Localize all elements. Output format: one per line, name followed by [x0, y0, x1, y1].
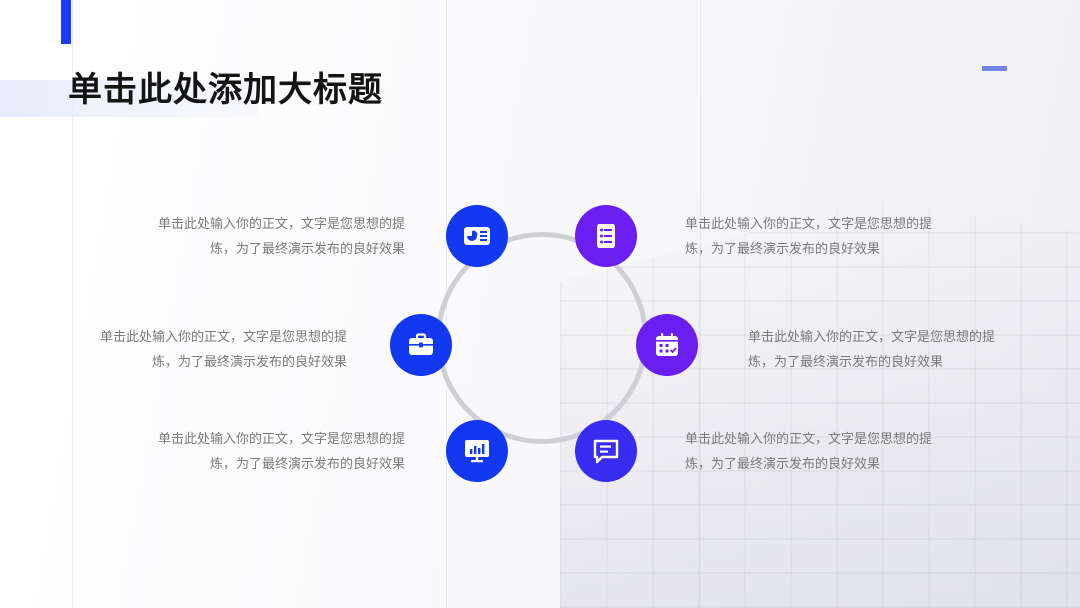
presentation-card-icon [461, 220, 493, 252]
node-6 [575, 420, 637, 482]
corner-dash [982, 66, 1007, 71]
node-1 [446, 205, 508, 267]
item-text-2[interactable]: 单击此处输入你的正文，文字是您思想的提炼，为了最终演示发布的良好效果 [685, 212, 947, 262]
item-text-4[interactable]: 单击此处输入你的正文，文字是您思想的提炼，为了最终演示发布的良好效果 [748, 325, 1010, 375]
bar-chart-monitor-icon [461, 435, 493, 467]
item-text-3[interactable]: 单击此处输入你的正文，文字是您思想的提炼，为了最终演示发布的良好效果 [85, 325, 347, 375]
accent-bar [61, 0, 71, 44]
guide-line [700, 0, 701, 608]
node-3 [390, 314, 452, 376]
node-5 [446, 420, 508, 482]
page-title[interactable]: 单击此处添加大标题 [68, 62, 383, 111]
calendar-icon [651, 329, 683, 361]
item-text-6[interactable]: 单击此处输入你的正文，文字是您思想的提炼，为了最终演示发布的良好效果 [685, 427, 947, 477]
chat-bubble-icon [590, 435, 622, 467]
item-text-5[interactable]: 单击此处输入你的正文，文字是您思想的提炼，为了最终演示发布的良好效果 [143, 427, 405, 477]
node-4 [636, 314, 698, 376]
item-text-1[interactable]: 单击此处输入你的正文，文字是您思想的提炼，为了最终演示发布的良好效果 [143, 212, 405, 262]
briefcase-icon [405, 329, 437, 361]
list-document-icon [590, 220, 622, 252]
node-2 [575, 205, 637, 267]
